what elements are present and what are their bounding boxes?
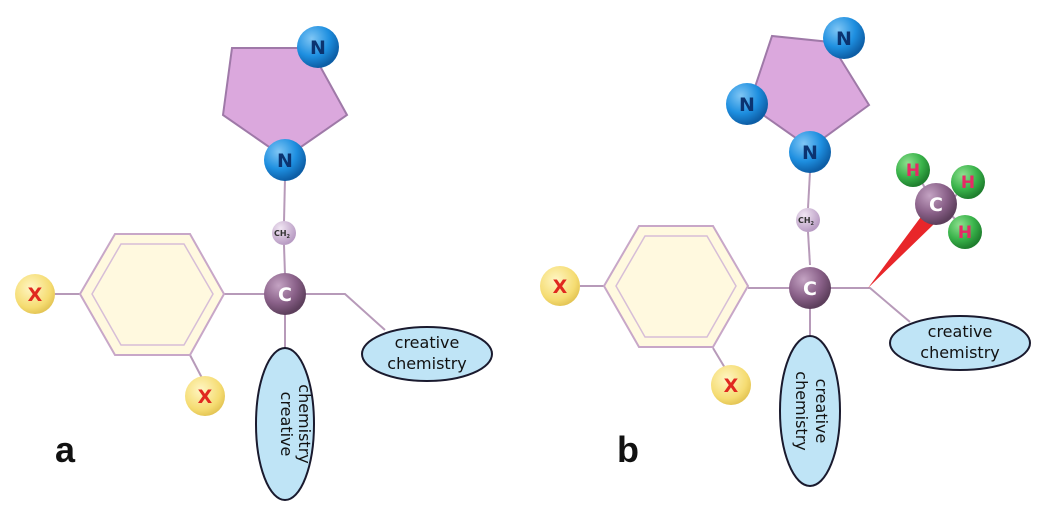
bond-n-ch2	[807, 171, 811, 209]
halogen-atom-bottom: X	[711, 365, 751, 405]
five-membered-ring	[221, 47, 349, 160]
svg-text:CH2: CH2	[274, 229, 291, 240]
panel-a: N N CH2 C X X creative chemistry	[15, 26, 493, 501]
svg-text:N: N	[836, 28, 852, 50]
svg-text:C: C	[278, 284, 292, 306]
carbon-atom-methyl: C	[915, 183, 957, 225]
carbon-atom-central: C	[789, 267, 831, 309]
creative-chemistry-bubble-down: creative chemistry	[779, 335, 841, 487]
svg-text:N: N	[277, 150, 293, 172]
bond-c-bubble-right	[830, 287, 911, 323]
nitrogen-atom-link: N	[264, 139, 306, 181]
creative-chemistry-bubble-right: creative chemistry	[361, 326, 493, 382]
benzene-inner-ring	[91, 243, 214, 346]
svg-text:creative: creative	[812, 379, 831, 444]
svg-text:X: X	[553, 276, 568, 298]
bond-ch2-c	[283, 244, 286, 276]
panel-b: N N N CH2 C H H H	[540, 17, 1031, 487]
svg-text:X: X	[28, 284, 43, 306]
svg-text:H: H	[906, 161, 920, 181]
nitrogen-atom-top: N	[297, 26, 339, 68]
benzene-ring	[78, 233, 226, 356]
ch2-group: CH2	[796, 208, 820, 232]
bond-c-bubble-right	[305, 293, 386, 331]
svg-text:X: X	[198, 386, 213, 408]
carbon-atom-central: C	[264, 273, 306, 315]
creative-chemistry-bubble-right: creative chemistry	[889, 315, 1031, 371]
svg-text:N: N	[802, 142, 818, 164]
svg-text:chemistry: chemistry	[920, 343, 999, 362]
svg-text:H: H	[958, 223, 972, 243]
svg-text:chemistry: chemistry	[387, 354, 466, 373]
hydrogen-atom-bottom: H	[948, 215, 982, 249]
bond-n-ch2	[283, 177, 286, 223]
five-membered-ring	[747, 34, 871, 150]
hydrogen-atom-right: H	[951, 165, 985, 199]
svg-text:chemistry: chemistry	[295, 384, 314, 463]
halogen-atom-left: X	[540, 266, 580, 306]
svg-text:N: N	[310, 37, 326, 59]
svg-text:N: N	[739, 94, 755, 116]
halogen-atom-left: X	[15, 274, 55, 314]
svg-text:creative: creative	[395, 333, 460, 352]
panel-label-b: b	[617, 429, 639, 470]
creative-chemistry-bubble-down: creative chemistry	[255, 347, 315, 501]
ch2-group: CH2	[272, 221, 296, 245]
nitrogen-atom-link: N	[789, 131, 831, 173]
bond-x-bottom	[189, 354, 203, 379]
bond-ch2-c	[807, 231, 811, 266]
panel-label-a: a	[55, 429, 76, 470]
halogen-atom-bottom: X	[185, 376, 225, 416]
svg-text:H: H	[961, 173, 975, 193]
svg-text:X: X	[724, 375, 739, 397]
svg-text:C: C	[929, 194, 943, 216]
svg-text:creative: creative	[277, 392, 296, 457]
bond-x-bottom	[712, 347, 726, 369]
nitrogen-atom-top: N	[823, 17, 865, 59]
svg-text:chemistry: chemistry	[792, 371, 811, 450]
nitrogen-atom-left: N	[726, 83, 768, 125]
wedge-bond	[868, 210, 934, 288]
svg-text:creative: creative	[928, 322, 993, 341]
svg-text:CH2: CH2	[798, 216, 815, 227]
benzene-ring	[602, 225, 750, 348]
svg-text:C: C	[803, 278, 817, 300]
hydrogen-atom-top: H	[896, 153, 930, 187]
benzene-inner-ring	[615, 235, 737, 338]
